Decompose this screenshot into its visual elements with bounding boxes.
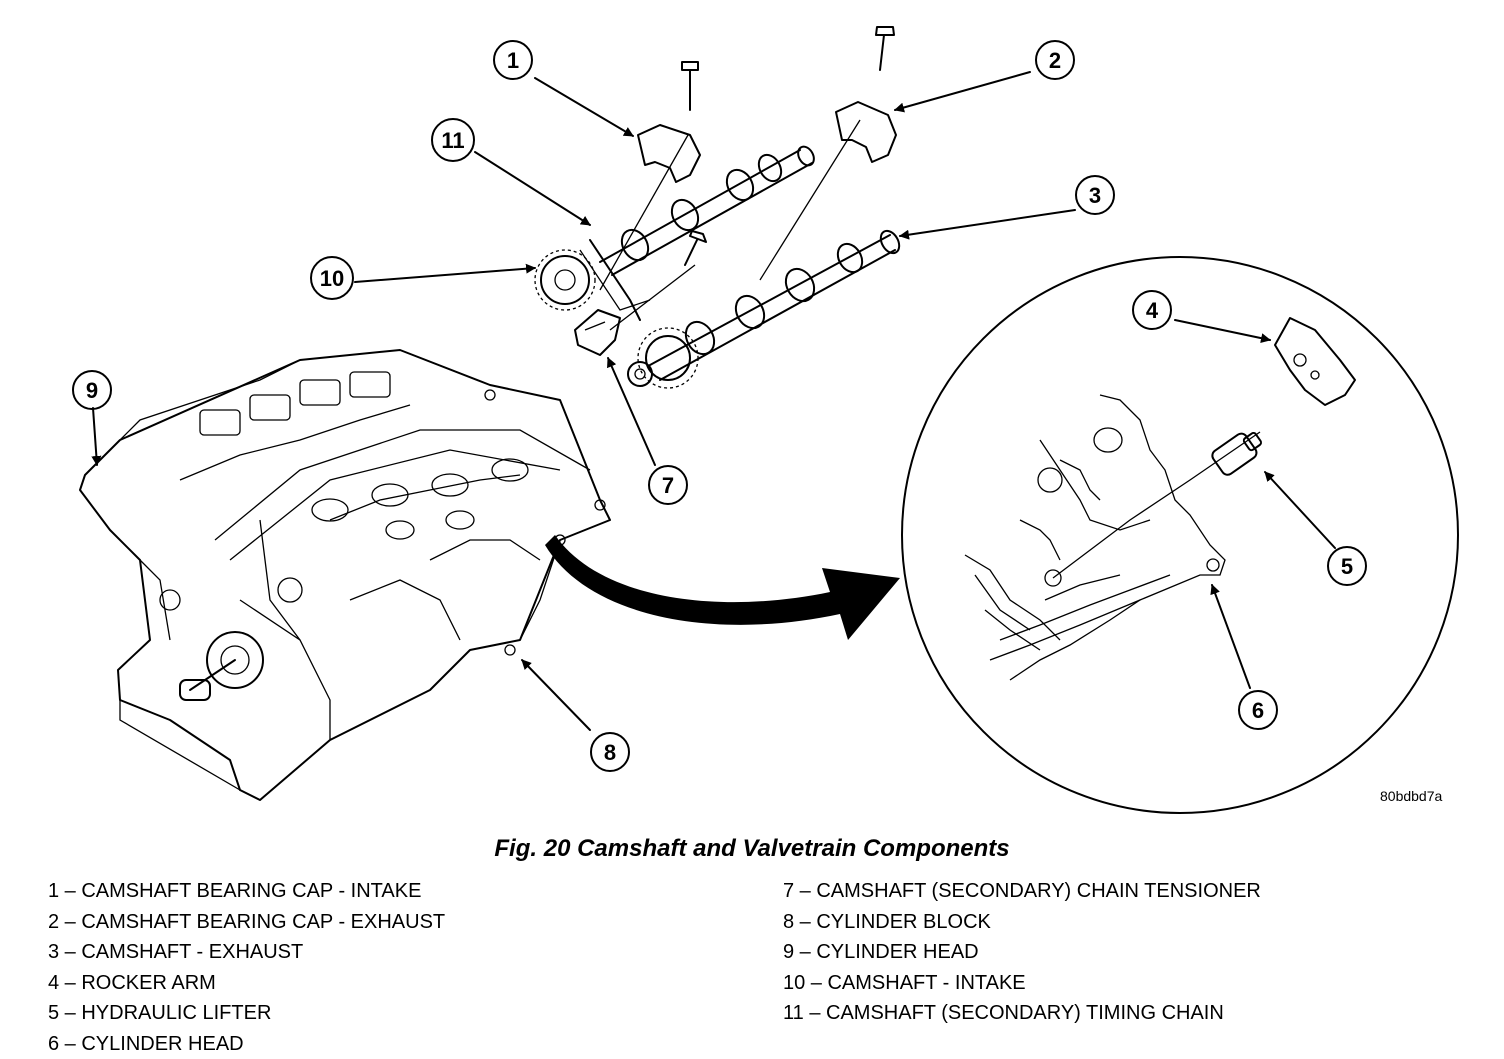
svg-text:11: 11 xyxy=(441,128,464,153)
legend-item: 6 – CYLINDER HEAD xyxy=(48,1029,445,1059)
svg-text:1: 1 xyxy=(507,48,519,73)
legend-item: 10 – CAMSHAFT - INTAKE xyxy=(783,968,1261,999)
legend-item: 3 – CAMSHAFT - EXHAUST xyxy=(48,937,445,968)
legend-right-column: 7 – CAMSHAFT (SECONDARY) CHAIN TENSIONER… xyxy=(783,876,1261,1029)
callout-10: 10 xyxy=(311,257,353,299)
svg-text:2: 2 xyxy=(1049,48,1061,73)
svg-text:6: 6 xyxy=(1252,698,1264,723)
legend-item: 4 – ROCKER ARM xyxy=(48,968,445,999)
callout-arrow-4 xyxy=(1175,320,1270,340)
svg-text:5: 5 xyxy=(1341,554,1353,579)
legend-item: 2 – CAMSHAFT BEARING CAP - EXHAUST xyxy=(48,907,445,938)
figure-title: Fig. 20 Camshaft and Valvetrain Componen… xyxy=(0,835,1504,863)
callout-11: 11 xyxy=(432,119,474,161)
svg-text:4: 4 xyxy=(1146,298,1159,323)
camshaft-parts-drawing xyxy=(535,27,903,388)
callout-arrow-2 xyxy=(895,72,1030,110)
legend-item: 1 – CAMSHAFT BEARING CAP - INTAKE xyxy=(48,876,445,907)
engine-block-drawing xyxy=(80,350,610,800)
legend-item: 11 – CAMSHAFT (SECONDARY) TIMING CHAIN xyxy=(783,998,1261,1029)
svg-text:8: 8 xyxy=(604,740,616,765)
callout-arrow-6 xyxy=(1212,585,1250,688)
callout-arrow-1 xyxy=(535,78,633,136)
callout-arrow-10 xyxy=(355,268,535,282)
callout-arrow-3 xyxy=(900,210,1075,236)
callout-1: 1 xyxy=(494,41,532,79)
callout-arrow-9 xyxy=(93,408,97,465)
legend-item: 5 – HYDRAULIC LIFTER xyxy=(48,998,445,1029)
callout-arrow-7 xyxy=(608,358,655,465)
callout-4: 4 xyxy=(1133,291,1171,329)
svg-text:10: 10 xyxy=(320,266,344,291)
legend-left-column: 1 – CAMSHAFT BEARING CAP - INTAKE 2 – CA… xyxy=(48,876,445,1059)
image-code: 80bdbd7a xyxy=(1380,788,1442,804)
legend-item: 9 – CYLINDER HEAD xyxy=(783,937,1261,968)
detail-arrow xyxy=(545,535,900,640)
callout-6: 6 xyxy=(1239,691,1277,729)
callout-2: 2 xyxy=(1036,41,1074,79)
legend-item: 8 – CYLINDER BLOCK xyxy=(783,907,1261,938)
callout-5: 5 xyxy=(1328,547,1366,585)
callout-arrow-5 xyxy=(1265,472,1335,548)
svg-text:9: 9 xyxy=(86,378,98,403)
callout-arrow-8 xyxy=(522,660,590,730)
svg-text:7: 7 xyxy=(662,473,674,498)
callout-3: 3 xyxy=(1076,176,1114,214)
detail-view xyxy=(902,257,1458,813)
callout-9: 9 xyxy=(73,371,111,409)
callout-arrows xyxy=(93,72,1335,730)
callout-arrow-11 xyxy=(475,152,590,225)
callout-8: 8 xyxy=(591,733,629,771)
legend-item: 7 – CAMSHAFT (SECONDARY) CHAIN TENSIONER xyxy=(783,876,1261,907)
svg-text:3: 3 xyxy=(1089,183,1101,208)
callout-7: 7 xyxy=(649,466,687,504)
camshaft-valvetrain-diagram: 1 2 3 4 5 6 7 8 9 10 11 xyxy=(0,0,1504,830)
